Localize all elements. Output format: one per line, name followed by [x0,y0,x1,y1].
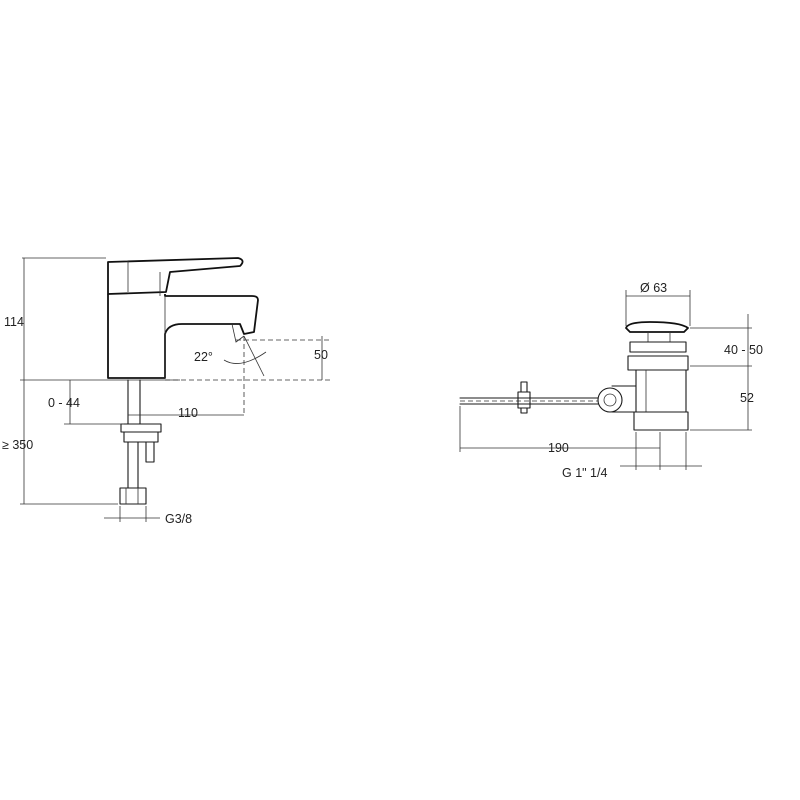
dim-label-114: 114 [4,315,24,329]
dim-label-angle: 22° [194,350,213,364]
dim-label-body-height: 52 [740,391,754,405]
faucet-body [107,294,259,379]
dim-label-waste-thread: G 1" 1/4 [562,466,607,480]
dim-label-rod-length: 190 [548,441,569,455]
faucet-lever [107,257,244,295]
waste-body [635,369,687,413]
rod-clamp [517,391,531,409]
dim-label-50: 50 [314,348,328,362]
mounting-shank [127,379,141,425]
dim-label-hose: ≥ 350 [2,438,33,452]
supply-hose [127,441,139,489]
dim-label-reach: 110 [178,406,198,420]
dim-label-plug-height: 40 - 50 [724,343,763,357]
faucet-drawing: 114 50 22° 110 0 - 44 ≥ 350 G3/8 [2,257,330,526]
waste-plug [625,321,689,333]
dim-label-diameter: Ø 63 [640,281,667,295]
dim-label-deck: 0 - 44 [48,396,80,410]
dim-label-thread: G3/8 [165,512,192,526]
waste-drawing: Ø 63 40 - 50 52 190 G 1" 1/4 [459,281,763,480]
